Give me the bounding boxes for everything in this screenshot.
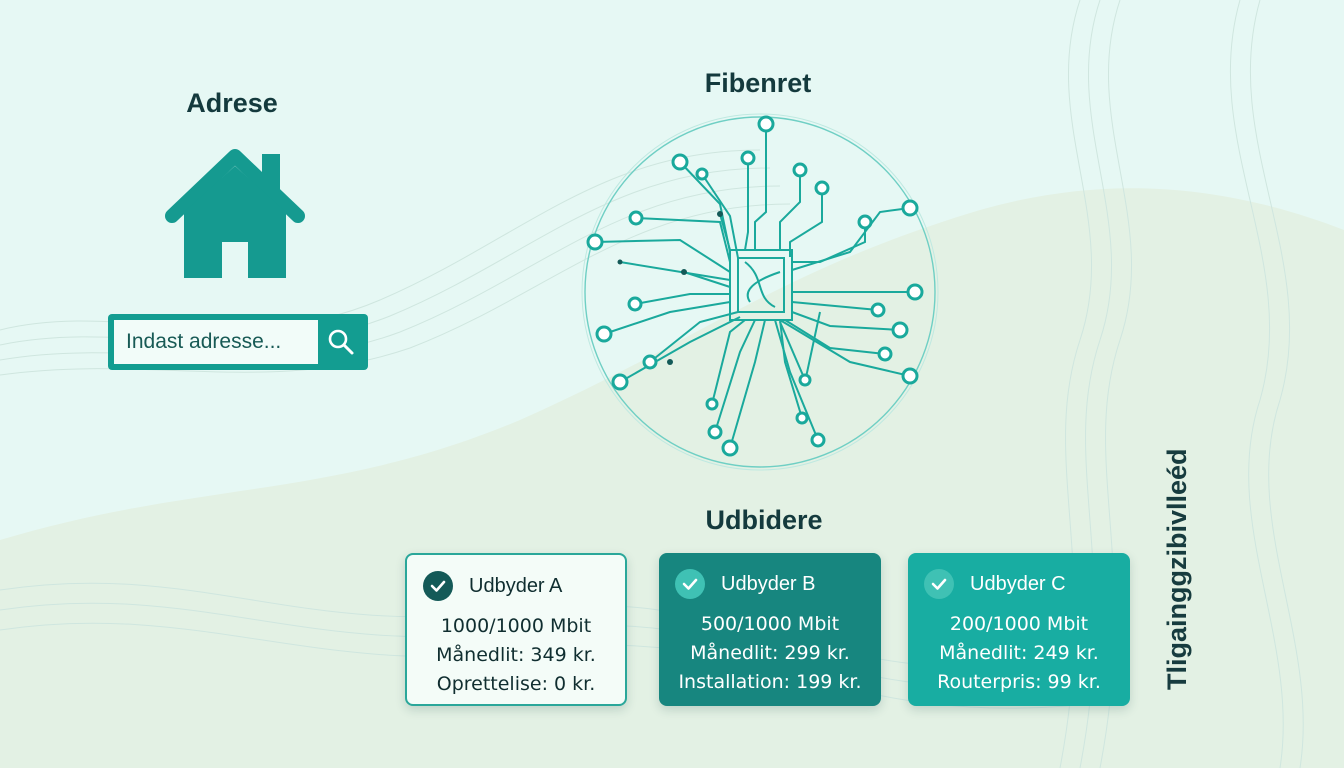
search-button[interactable] xyxy=(320,320,362,364)
check-icon xyxy=(675,569,705,599)
provider-card-header: Udbyder C xyxy=(924,567,1066,601)
provider-monthly-price: Månedlit: 349 kr. xyxy=(436,644,596,666)
provider-speed: 500/1000 Mbit xyxy=(700,613,840,635)
side-label: Tligainggzibivlleéd xyxy=(1162,448,1192,690)
check-icon xyxy=(423,571,453,601)
address-search-input[interactable]: Indast adresse... xyxy=(114,320,318,364)
search-icon xyxy=(328,329,354,355)
provider-speed: 200/1000 Mbit xyxy=(949,613,1089,635)
provider-extra-fee: Oprettelise: 0 kr. xyxy=(436,673,596,695)
provider-monthly-price: Månedlit: 249 kr. xyxy=(939,642,1099,664)
provider-card-c[interactable]: Udbyder C 200/1000 Mbit Månedlit: 249 kr… xyxy=(908,553,1130,706)
provider-name: Udbyder C xyxy=(970,572,1066,595)
provider-card-header: Udbyder B xyxy=(675,567,816,601)
provider-card-a[interactable]: Udbyder A 1000/1000 Mbit Månedlit: 349 k… xyxy=(405,553,627,706)
check-icon xyxy=(924,569,954,599)
house-icon xyxy=(165,149,305,278)
provider-card-header: Udbyder A xyxy=(423,569,562,603)
fiber-network-icon xyxy=(581,113,939,471)
provider-speed: 1000/1000 Mbit xyxy=(440,615,592,637)
provider-extra-fee: Installation: 199 kr. xyxy=(678,671,862,693)
address-search: Indast adresse... xyxy=(108,314,368,370)
provider-name: Udbyder B xyxy=(721,572,816,595)
provider-extra-fee: Routerpris: 99 kr. xyxy=(937,671,1101,693)
network-heading: Fibenret xyxy=(704,68,812,98)
provider-card-b[interactable]: Udbyder B 500/1000 Mbit Månedlit: 299 kr… xyxy=(659,553,881,706)
address-heading: Adrese xyxy=(186,88,278,118)
provider-monthly-price: Månedlit: 299 kr. xyxy=(690,642,850,664)
providers-heading: Udbidere xyxy=(705,505,823,535)
provider-name: Udbyder A xyxy=(469,574,563,597)
